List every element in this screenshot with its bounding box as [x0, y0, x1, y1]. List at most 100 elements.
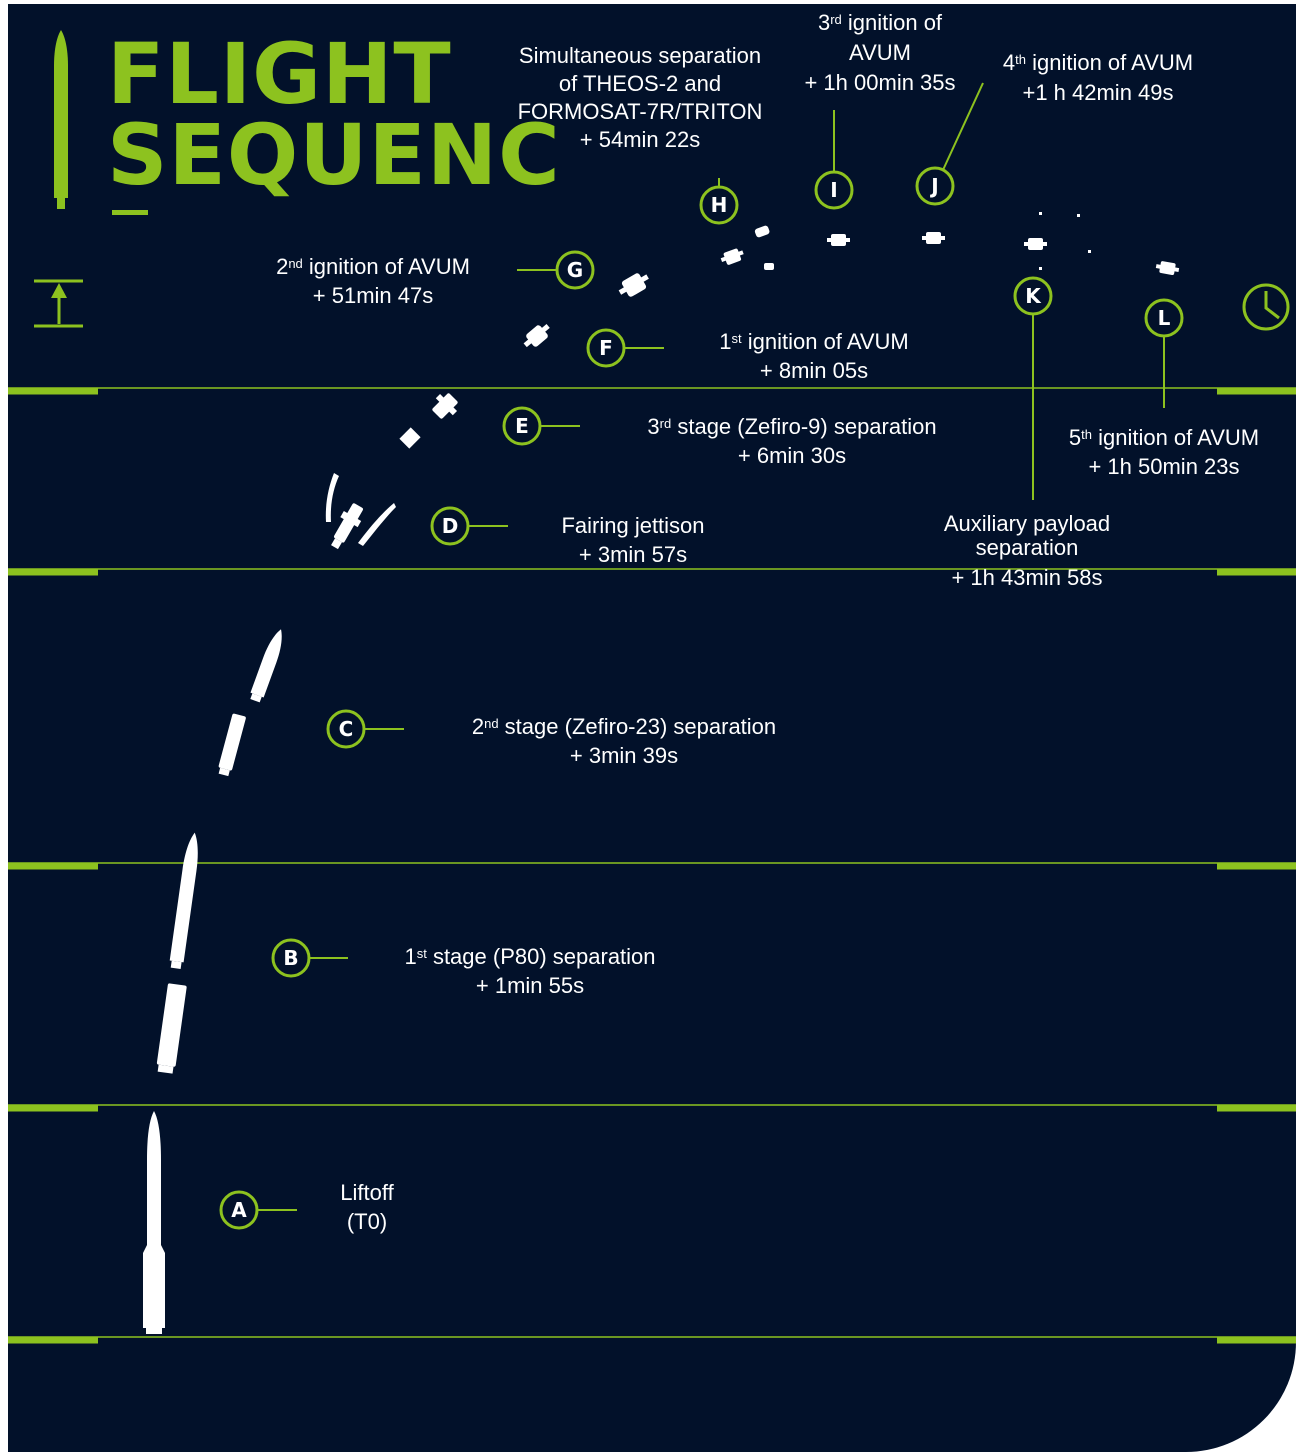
marker-l-letter: L	[1158, 306, 1171, 330]
label-a-line-2: (T0)	[346, 1209, 388, 1234]
label-a-line-1: Liftoff	[340, 1180, 394, 1205]
label-f-sup: st	[731, 331, 742, 346]
label-j-ordinal: 4	[1002, 50, 1016, 75]
label-l-ordinal: 5	[1068, 425, 1082, 450]
label-j-time: +1 h 42min 49s	[1022, 80, 1174, 105]
label-k-line-1: Auxiliary payload	[943, 511, 1111, 536]
marker-i-circle	[814, 170, 854, 210]
label-k-line-3: + 1h 43min 58s	[951, 565, 1103, 590]
label-b-sup: st	[416, 946, 427, 961]
marker-l-circle	[1144, 298, 1184, 338]
label-simultaneous-separation: Simultaneous separation of THEOS-2 and F…	[518, 42, 763, 154]
marker-k-circle	[1013, 276, 1053, 316]
label-b-text: stage (P80) separation	[426, 944, 656, 969]
label-e-sup: rd	[659, 416, 672, 431]
marker-d-circle	[430, 506, 470, 546]
label-e-ordinal: 3	[647, 414, 660, 439]
second-stage-separated	[218, 713, 246, 777]
event-markers	[219, 166, 1184, 1230]
marker-h-letter: H	[711, 193, 728, 217]
label-avum-ignition-1: 1st ignition of AVUM + 8min 05s	[719, 327, 909, 385]
third-stage-separation	[399, 393, 458, 449]
marker-g-letter: G	[567, 258, 583, 282]
marker-d-letter: D	[442, 514, 459, 538]
marker-g-circle	[555, 250, 595, 290]
label-j-sup: th	[1015, 52, 1026, 67]
label-avum-ignition-2: 2nd ignition of AVUM + 51min 47s	[276, 252, 470, 310]
label-l-text: ignition of AVUM	[1091, 425, 1260, 450]
label-h-line-4: + 54min 22s	[579, 127, 701, 152]
label-h-line-1: Simultaneous separation	[518, 43, 762, 68]
altitude-icon	[34, 279, 83, 328]
label-c-sup: nd	[484, 716, 499, 731]
marker-e-letter: E	[515, 414, 529, 438]
label-third-stage-separation: 3rd stage (Zefiro-9) separation + 6min 3…	[647, 412, 936, 470]
label-i-line-2: AVUM	[849, 40, 911, 65]
leader-lines	[258, 82, 1165, 1211]
marker-a-letter: A	[231, 1198, 247, 1222]
label-k-line-2: separation	[975, 535, 1079, 560]
marker-f-letter: F	[599, 336, 613, 360]
label-b-time: + 1min 55s	[475, 973, 585, 998]
launcher-liftoff	[143, 1111, 165, 1334]
label-l-time: + 1h 50min 23s	[1088, 454, 1240, 479]
marker-c-circle	[326, 709, 366, 749]
launcher-silhouettes	[143, 212, 1180, 1334]
avum-upper-stage	[523, 212, 1180, 348]
title-line-2: SEQUENC	[107, 106, 561, 204]
marker-k-letter: K	[1025, 284, 1042, 308]
title-line-1: FLIGHT	[107, 25, 452, 123]
title-underline	[112, 210, 148, 215]
label-liftoff: Liftoff (T0)	[340, 1178, 393, 1236]
clock-icon	[1242, 283, 1290, 331]
label-g-time: + 51min 47s	[312, 283, 434, 308]
label-f-time: + 8min 05s	[759, 358, 869, 383]
label-j-text: ignition of AVUM	[1025, 50, 1194, 75]
marker-f-circle	[586, 328, 626, 368]
marker-e-circle	[502, 406, 542, 446]
marker-b-letter: B	[283, 946, 298, 970]
label-g-text: ignition of AVUM	[302, 254, 470, 279]
label-g-ordinal: 2	[276, 254, 289, 279]
label-g-sup: nd	[288, 256, 303, 271]
label-i-ordinal: 3	[817, 10, 831, 35]
label-i-time: + 1h 00min 35s	[804, 70, 956, 95]
label-d-line-2: + 3min 57s	[578, 542, 688, 567]
altitude-bands	[8, 387, 1296, 1344]
label-f-ordinal: 1	[719, 329, 732, 354]
label-avum-ignition-4: 4th ignition of AVUM +1 h 42min 49s	[1003, 48, 1193, 108]
marker-c-letter: C	[339, 717, 354, 741]
marker-j-circle	[915, 166, 955, 206]
label-avum-ignition-5: 5th ignition of AVUM + 1h 50min 23s	[1069, 423, 1259, 481]
label-auxiliary-payload-separation: Auxiliary payload separation + 1h 43min …	[944, 512, 1110, 590]
label-h-line-3: FORMOSAT-7R/TRITON	[517, 99, 763, 124]
label-b-ordinal: 1	[404, 944, 417, 969]
marker-b-circle	[271, 938, 311, 978]
launcher-upper-stages-b	[169, 832, 198, 970]
label-f-text: ignition of AVUM	[741, 329, 909, 354]
marker-j-letter: J	[929, 174, 938, 198]
label-fairing-jettison: Fairing jettison + 3min 57s	[561, 511, 704, 569]
label-l-sup: th	[1081, 427, 1092, 442]
label-d-line-1: Fairing jettison	[561, 513, 705, 538]
marker-h-circle	[699, 185, 739, 225]
rocket-icon	[54, 30, 68, 209]
fairing-and-payload	[325, 473, 396, 550]
label-h-line-2: of THEOS-2 and	[558, 71, 722, 96]
label-c-text: stage (Zefiro-23) separation	[498, 714, 777, 739]
label-second-stage-separation: 2nd stage (Zefiro-23) separation + 3min …	[472, 712, 776, 770]
event-marker-letters: A B C D E F G H I J K L	[231, 174, 1170, 1222]
label-first-stage-separation: 1st stage (P80) separation + 1min 55s	[404, 942, 655, 1000]
label-e-time: + 6min 30s	[737, 443, 847, 468]
label-avum-ignition-3: 3rd ignition of AVUM + 1h 00min 35s	[804, 8, 955, 98]
label-i-text: ignition of	[841, 10, 943, 35]
launcher-upper-stages-c	[250, 629, 282, 703]
first-stage-separated	[156, 983, 187, 1074]
marker-a-circle	[219, 1190, 259, 1230]
label-c-ordinal: 2	[471, 714, 485, 739]
label-c-time: + 3min 39s	[569, 743, 679, 768]
marker-i-letter: I	[830, 178, 837, 202]
label-e-text: stage (Zefiro-9) separation	[671, 414, 937, 439]
